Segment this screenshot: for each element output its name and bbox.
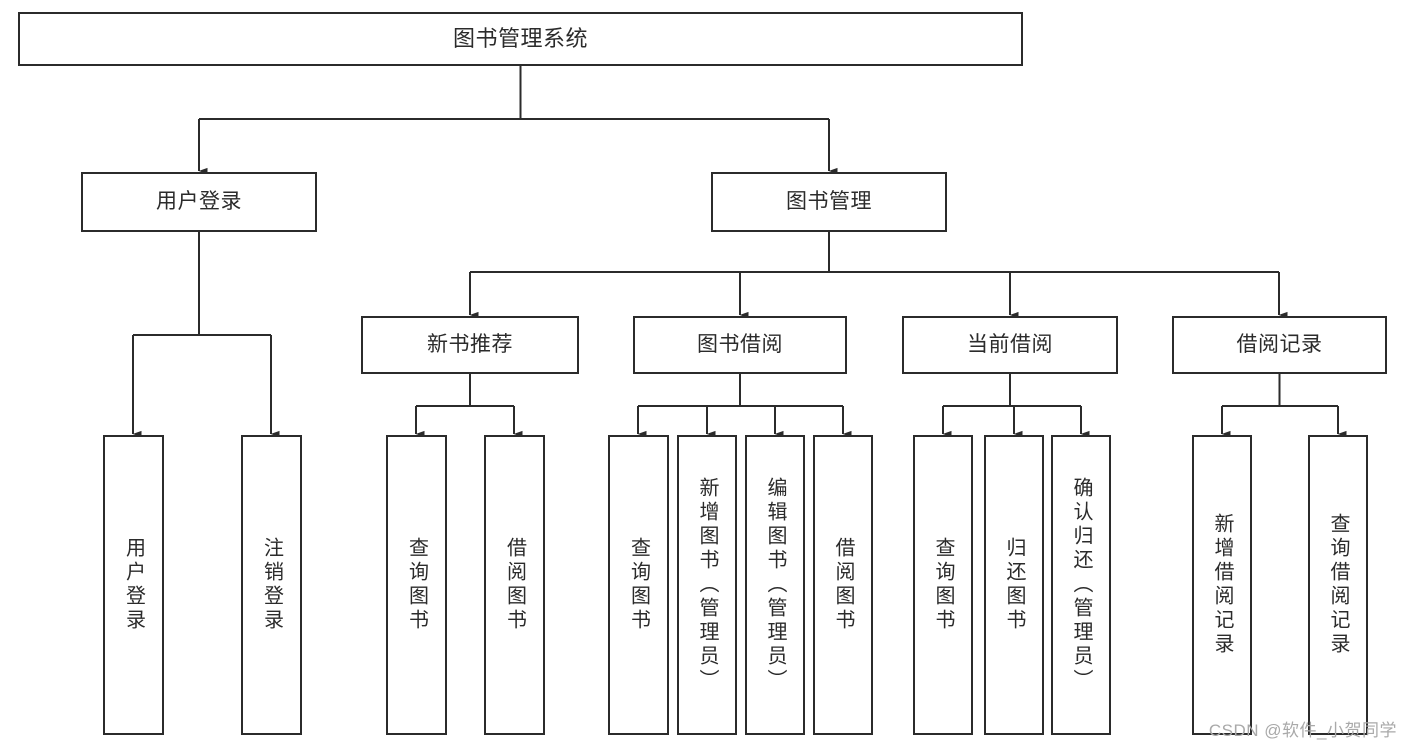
node-leaf-query-3[interactable]: 查询图书 xyxy=(913,435,973,735)
node-leaf-add-book[interactable]: 新增图书（管理员） xyxy=(677,435,737,735)
node-user-login[interactable]: 用户登录 xyxy=(81,172,317,232)
node-current-borrow[interactable]: 当前借阅 xyxy=(902,316,1118,374)
node-root[interactable]: 图书管理系统 xyxy=(18,12,1023,66)
node-label-leaf-query-2: 查询图书 xyxy=(627,537,650,633)
node-label-leaf-borrow-2: 借阅图书 xyxy=(832,537,854,633)
node-label-leaf-qry-record: 查询借阅记录 xyxy=(1327,513,1349,657)
node-leaf-edit-book[interactable]: 编辑图书（管理员） xyxy=(745,435,805,735)
node-label-leaf-query-1: 查询图书 xyxy=(405,537,428,633)
node-label-leaf-query-3: 查询图书 xyxy=(932,537,954,633)
node-leaf-return[interactable]: 归还图书 xyxy=(984,435,1044,735)
node-label-book-admin: 图书管理 xyxy=(786,190,872,214)
node-book-borrow[interactable]: 图书借阅 xyxy=(633,316,847,374)
node-book-admin[interactable]: 图书管理 xyxy=(711,172,947,232)
node-label-current-borrow: 当前借阅 xyxy=(967,333,1053,357)
node-new-book-rec[interactable]: 新书推荐 xyxy=(361,316,579,374)
node-label-leaf-user-login: 用户登录 xyxy=(122,537,145,633)
node-leaf-borrow-2[interactable]: 借阅图书 xyxy=(813,435,873,735)
node-label-leaf-add-book: 新增图书（管理员） xyxy=(696,477,718,693)
node-leaf-query-2[interactable]: 查询图书 xyxy=(608,435,669,735)
node-label-user-login: 用户登录 xyxy=(156,190,242,214)
node-label-leaf-return: 归还图书 xyxy=(1003,537,1025,633)
csdn-watermark: CSDN @软件_小贺同学 xyxy=(1208,721,1397,740)
node-label-root: 图书管理系统 xyxy=(452,25,588,51)
node-label-leaf-edit-book: 编辑图书（管理员） xyxy=(764,477,786,693)
node-label-leaf-logout: 注销登录 xyxy=(260,537,283,633)
node-leaf-borrow-1[interactable]: 借阅图书 xyxy=(484,435,545,735)
node-label-borrow-record: 借阅记录 xyxy=(1236,333,1323,357)
node-leaf-logout[interactable]: 注销登录 xyxy=(241,435,302,735)
node-borrow-record[interactable]: 借阅记录 xyxy=(1172,316,1387,374)
node-leaf-qry-record[interactable]: 查询借阅记录 xyxy=(1308,435,1368,735)
node-leaf-query-1[interactable]: 查询图书 xyxy=(386,435,447,735)
node-label-leaf-borrow-1: 借阅图书 xyxy=(503,537,526,633)
node-label-book-borrow: 图书借阅 xyxy=(697,333,783,357)
node-label-leaf-confirm: 确认归还（管理员） xyxy=(1070,477,1092,693)
node-label-new-book-rec: 新书推荐 xyxy=(427,333,513,357)
node-label-leaf-add-record: 新增借阅记录 xyxy=(1211,513,1233,657)
node-leaf-user-login[interactable]: 用户登录 xyxy=(103,435,164,735)
node-leaf-add-record[interactable]: 新增借阅记录 xyxy=(1192,435,1252,735)
node-leaf-confirm[interactable]: 确认归还（管理员） xyxy=(1051,435,1111,735)
